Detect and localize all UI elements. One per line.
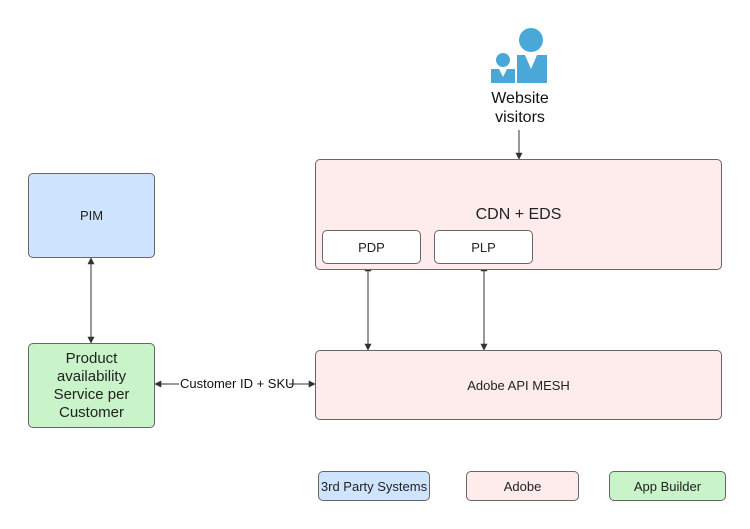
customer-id-sku-label: Customer ID + SKU [180, 376, 295, 391]
service-line4: Customer [58, 403, 125, 421]
service-line3: Service per [53, 385, 130, 403]
adobe-api-mesh-box: Adobe API MESH [315, 350, 722, 420]
legend-third-party: 3rd Party Systems [318, 471, 430, 501]
pim-label: PIM [79, 208, 104, 223]
visitors-label: Website visitors [470, 89, 570, 127]
pdp-box: PDP [322, 230, 421, 264]
pim-box: PIM [28, 173, 155, 258]
legend-adobe: Adobe [466, 471, 579, 501]
adobe-api-mesh-label: Adobe API MESH [467, 377, 570, 393]
cdn-eds-title: CDN + EDS [475, 206, 562, 223]
legend-app-builder: App Builder [609, 471, 726, 501]
visitors-label-line2: visitors [495, 109, 545, 126]
users-icon [491, 28, 547, 83]
service-line2: availability [56, 367, 127, 385]
legend-app-builder-label: App Builder [633, 478, 702, 494]
service-line1: Product [65, 349, 118, 367]
product-availability-service-box: Product availability Service per Custome… [28, 343, 155, 428]
pdp-label: PDP [358, 239, 385, 255]
legend-adobe-label: Adobe [503, 478, 542, 494]
legend-third-party-label: 3rd Party Systems [320, 478, 428, 494]
visitors-label-line1: Website [491, 90, 549, 107]
plp-box: PLP [434, 230, 533, 264]
plp-label: PLP [471, 239, 496, 255]
